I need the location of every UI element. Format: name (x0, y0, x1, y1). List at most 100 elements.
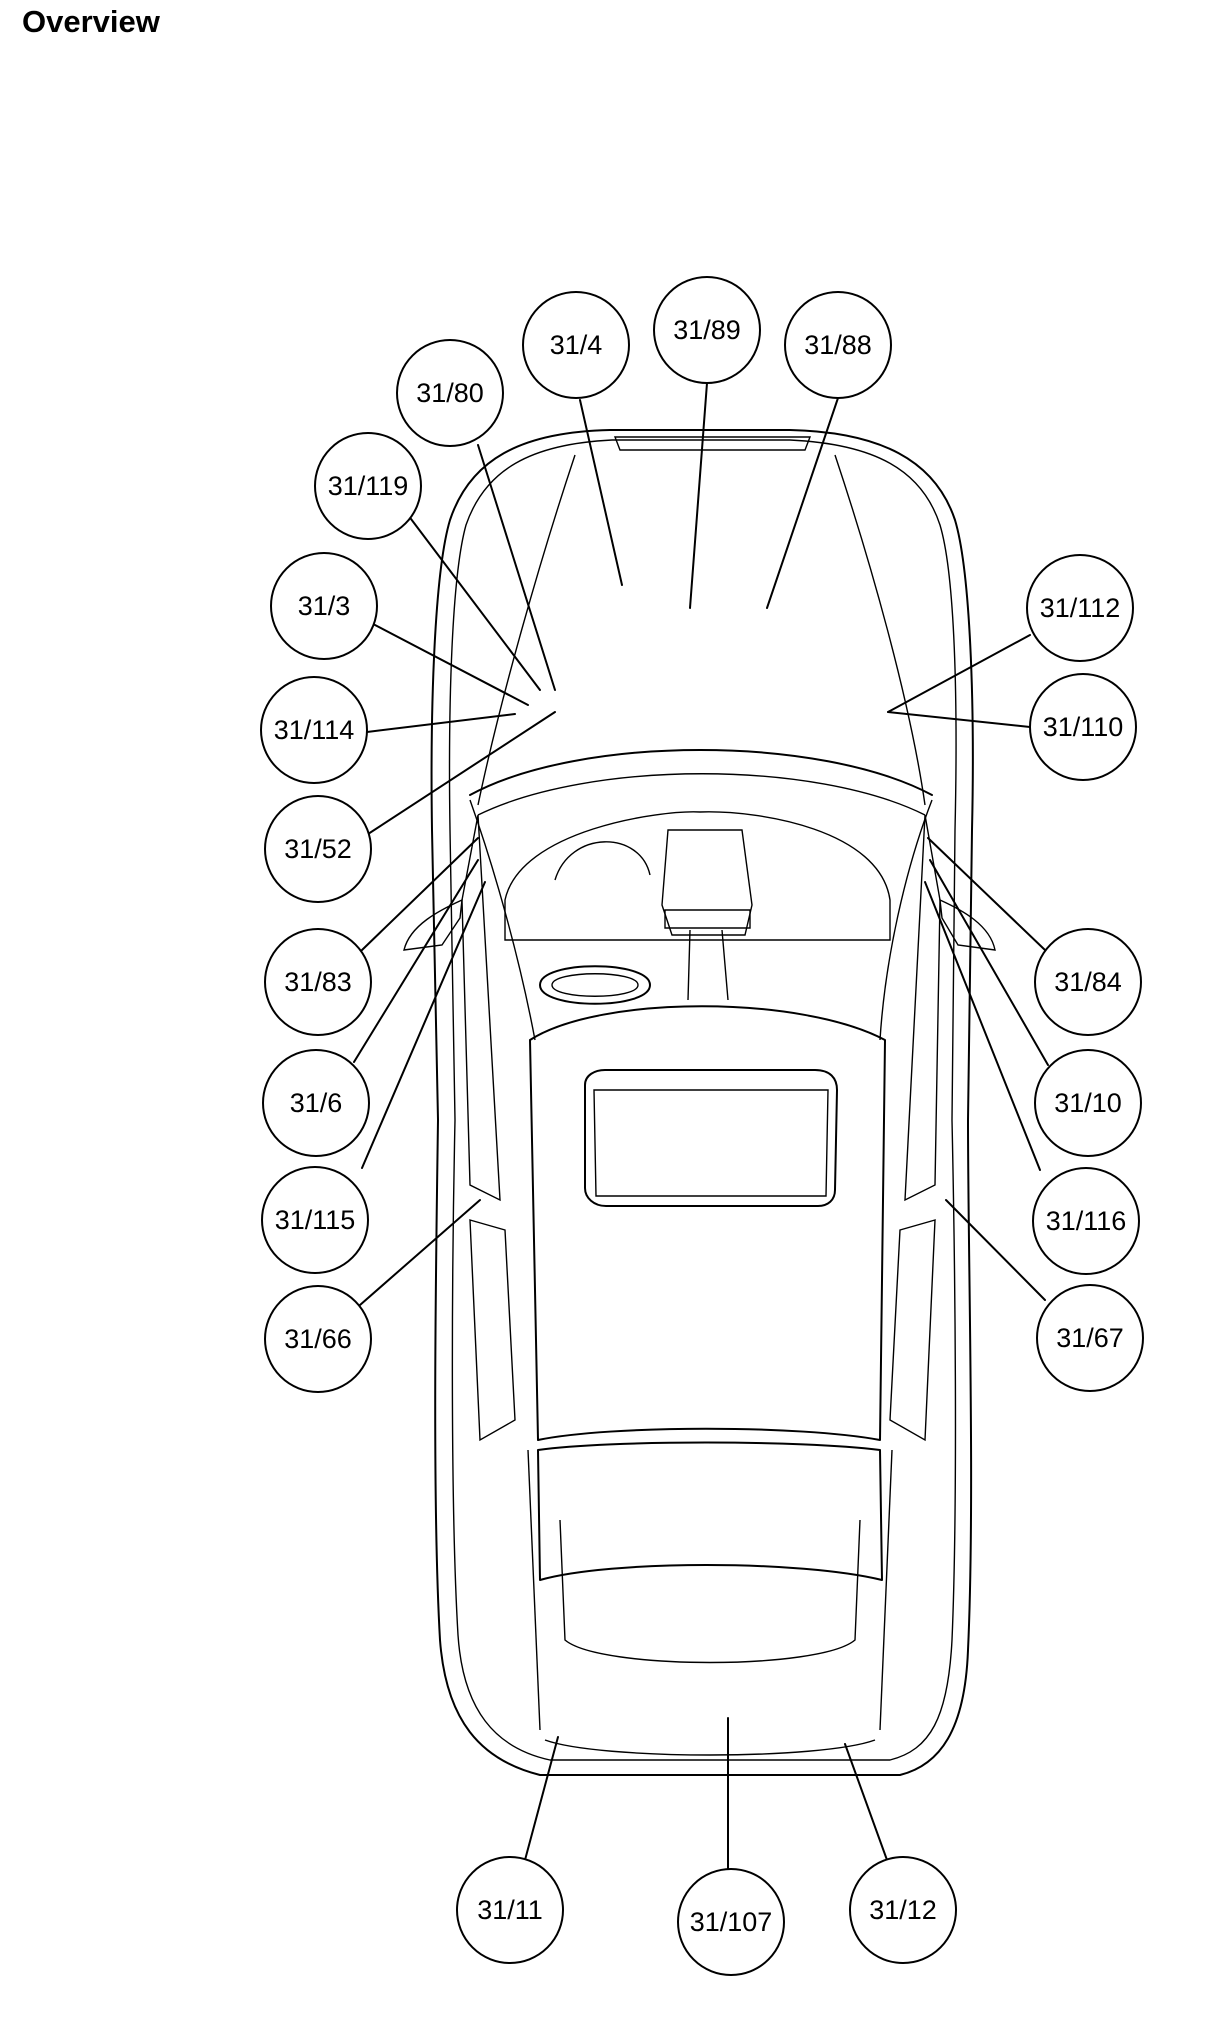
callout-label: 31/119 (328, 471, 409, 501)
callout-31-80[interactable]: 31/80 (396, 339, 556, 691)
callout-circle (1034, 1049, 1142, 1157)
callout-label: 31/88 (804, 330, 872, 360)
callout-label: 31/4 (550, 330, 603, 360)
callout-label: 31/116 (1046, 1206, 1127, 1236)
leader-line (524, 1736, 559, 1861)
callout-label: 31/67 (1056, 1323, 1124, 1353)
leader-line (361, 837, 479, 951)
callout-label: 31/11 (477, 1895, 543, 1925)
callout-circle (653, 276, 761, 384)
callout-circle (260, 676, 368, 784)
callout-circle (270, 552, 378, 660)
car-body-inner-outline (448, 439, 957, 1761)
callout-label: 31/52 (284, 834, 352, 864)
rear-line-right (879, 1449, 893, 1731)
callout-circle (522, 291, 630, 399)
callout-31-84[interactable]: 31/84 (927, 837, 1142, 1036)
callout-circle (1036, 1284, 1144, 1392)
leader-line (887, 634, 1031, 713)
trunk-lid (559, 1519, 861, 1664)
leader-line (359, 1199, 481, 1306)
leader-line (927, 837, 1046, 951)
sunroof-inner (593, 1089, 829, 1197)
hood-line-right (834, 454, 926, 806)
callout-31-66[interactable]: 31/66 (264, 1199, 481, 1393)
callouts: 31/4 31/89 31/88 31/80 31/119 (260, 276, 1144, 1976)
callout-label: 31/80 (416, 378, 484, 408)
callout-31-88[interactable]: 31/88 (766, 291, 892, 609)
car-illustration (403, 429, 996, 1776)
callout-31-4[interactable]: 31/4 (522, 291, 630, 586)
console-tunnel (687, 929, 729, 1001)
center-console (661, 829, 753, 936)
callout-circle (1026, 554, 1134, 662)
leader-line (689, 382, 708, 609)
callout-31-11[interactable]: 31/11 (456, 1736, 564, 1964)
callout-label: 31/115 (275, 1205, 356, 1235)
callout-circle (784, 291, 892, 399)
callout-31-6[interactable]: 31/6 (262, 859, 479, 1157)
rear-line-left (527, 1449, 541, 1731)
leader-line (353, 859, 479, 1063)
leader-line (579, 399, 623, 586)
callout-31-114[interactable]: 31/114 (260, 676, 516, 784)
leader-line (844, 1743, 888, 1861)
front-grille (613, 436, 812, 451)
leader-line (924, 881, 1041, 1171)
callout-31-119[interactable]: 31/119 (314, 432, 541, 691)
gear-selector (664, 909, 751, 929)
leader-line (366, 713, 516, 733)
callout-31-52[interactable]: 31/52 (264, 711, 556, 903)
callout-label: 31/66 (284, 1324, 352, 1354)
rear-window (537, 1441, 883, 1581)
rear-side-window-right (889, 1219, 936, 1442)
callout-circle (264, 1285, 372, 1393)
callout-label: 31/6 (290, 1088, 343, 1118)
callout-label: 31/112 (1040, 593, 1121, 623)
callout-circle (677, 1868, 785, 1976)
windshield-base-inner (477, 773, 926, 816)
callout-31-3[interactable]: 31/3 (270, 552, 529, 706)
callout-circle (314, 432, 422, 540)
callout-circle (849, 1856, 957, 1964)
instrument-hood (554, 841, 651, 881)
mirror-left (403, 898, 463, 951)
hood-line-left (477, 454, 576, 806)
callout-label: 31/84 (1054, 967, 1122, 997)
page-title: Overview (22, 4, 160, 39)
leader-line (477, 444, 556, 691)
callout-circle (1034, 928, 1142, 1036)
callout-circle (1032, 1167, 1140, 1275)
callout-label: 31/12 (869, 1895, 937, 1925)
leader-line (361, 881, 486, 1169)
callout-31-115[interactable]: 31/115 (261, 881, 486, 1274)
callout-circle (396, 339, 504, 447)
callout-31-12[interactable]: 31/12 (844, 1743, 957, 1964)
callout-31-10[interactable]: 31/10 (929, 859, 1142, 1157)
leader-line (364, 711, 556, 837)
callout-label: 31/89 (673, 315, 741, 345)
callout-31-116[interactable]: 31/116 (924, 881, 1140, 1275)
a-pillar-right (879, 799, 933, 1041)
callout-circle (264, 928, 372, 1036)
leader-line (945, 1199, 1046, 1301)
callout-31-110[interactable]: 31/110 (887, 673, 1137, 781)
callout-circle (1029, 673, 1137, 781)
callout-31-89[interactable]: 31/89 (653, 276, 761, 609)
callout-31-112[interactable]: 31/112 (887, 554, 1134, 713)
front-side-window-left (461, 814, 501, 1202)
callout-31-107[interactable]: 31/107 (677, 1717, 785, 1976)
callout-31-83[interactable]: 31/83 (264, 837, 479, 1036)
callout-31-67[interactable]: 31/67 (945, 1199, 1144, 1392)
leader-line (766, 397, 839, 609)
dashboard (504, 811, 891, 941)
rear-bumper (544, 1739, 876, 1756)
roof-outline (529, 1005, 886, 1441)
callout-label: 31/10 (1054, 1088, 1122, 1118)
leader-line (887, 711, 1031, 728)
sunroof (584, 1069, 838, 1207)
front-side-window-right (904, 814, 941, 1202)
callout-label: 31/83 (284, 967, 352, 997)
callout-label: 31/114 (274, 715, 355, 745)
